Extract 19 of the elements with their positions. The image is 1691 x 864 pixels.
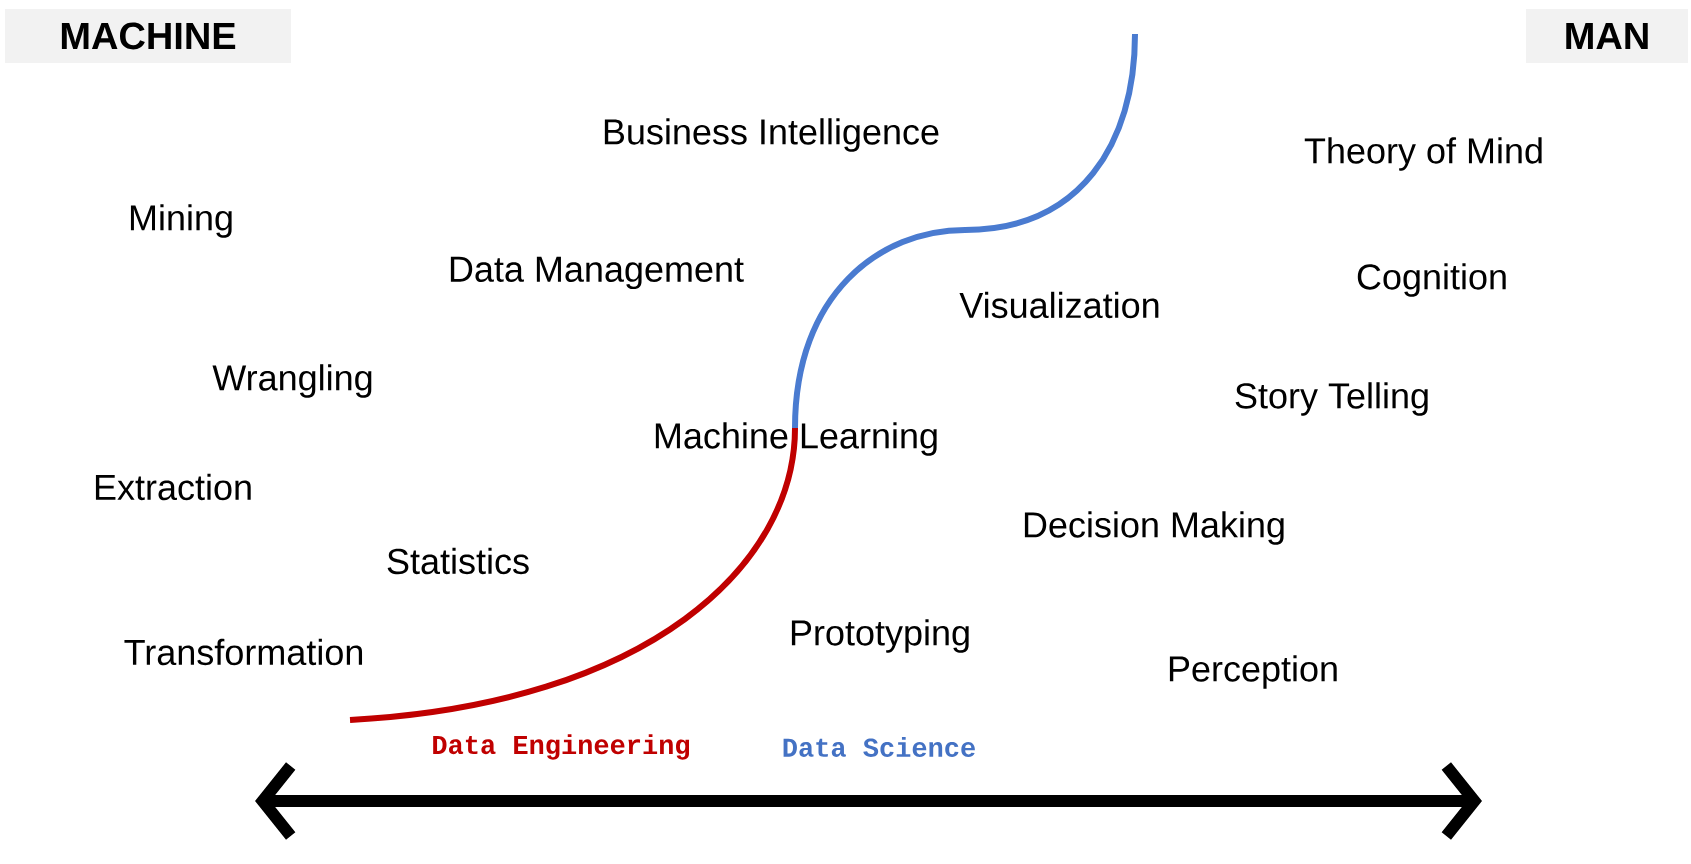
term-label: Prototyping [791, 619, 969, 653]
term-label: Cognition [1357, 263, 1506, 297]
term-label: Wrangling [212, 364, 372, 398]
heading-box: MACHINE [5, 9, 291, 63]
heading-box: MAN [1526, 9, 1688, 63]
term-label: Story Telling [1235, 382, 1428, 416]
axis-label: Data Science [783, 737, 975, 757]
term-label: Theory of Mind [1304, 137, 1542, 171]
term-label: Data Management [450, 256, 744, 290]
term-label: Visualization [959, 291, 1159, 319]
term-label: Statistics [387, 547, 529, 575]
term-label: Perception [1169, 655, 1337, 689]
term-label: Decision Making [1024, 511, 1284, 545]
term-label: Extraction [95, 473, 251, 501]
axis-label: Data Engineering [433, 734, 690, 760]
term-label: Mining [130, 204, 232, 238]
term-label: Machine Learning [655, 422, 937, 456]
term-label: Business Intelligence [604, 118, 939, 152]
term-label: Transformation [124, 638, 363, 666]
